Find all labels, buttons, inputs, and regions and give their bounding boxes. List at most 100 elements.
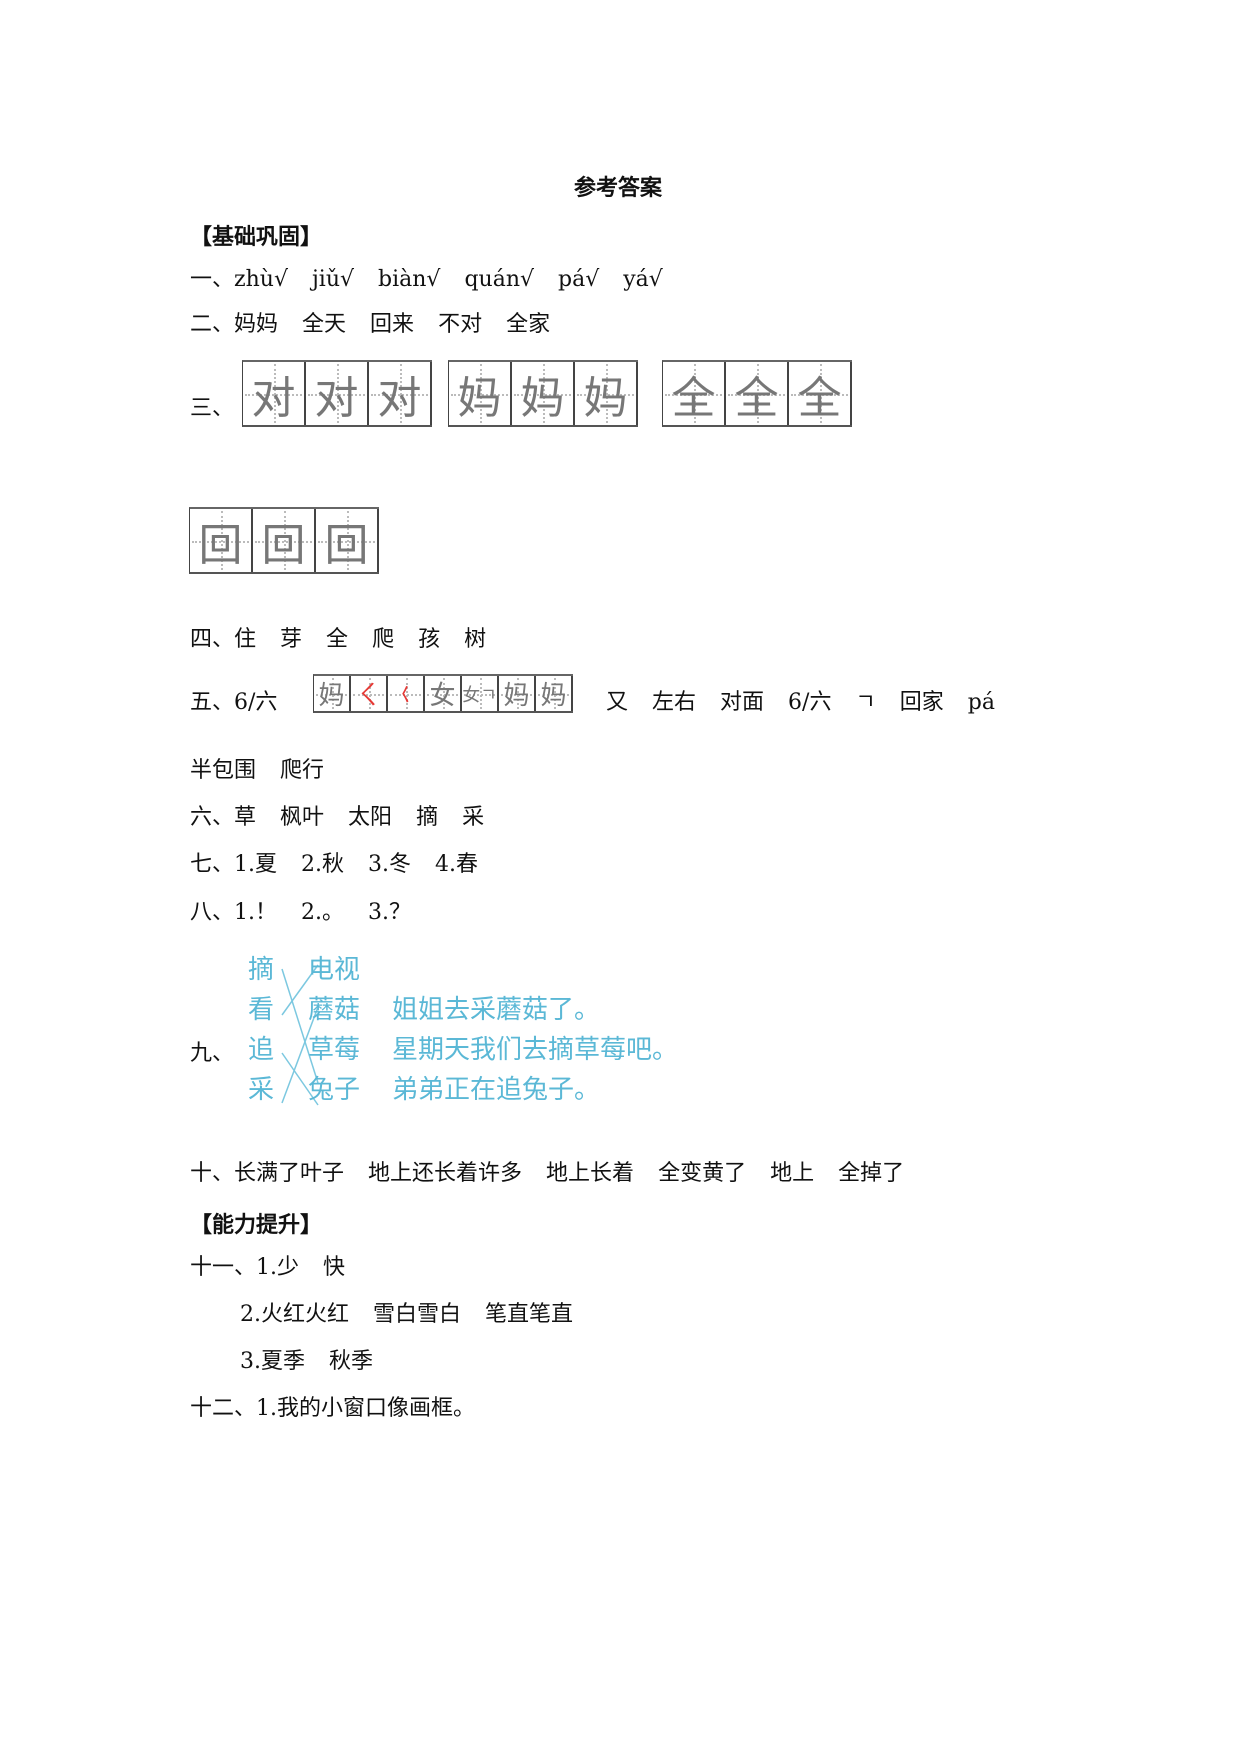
- stroke-cell: 妈: [499, 676, 536, 711]
- q11-item: 3.夏季: [240, 1349, 305, 1374]
- match-noun: 电视: [308, 955, 361, 985]
- q6-item: 枫叶: [280, 805, 325, 830]
- answer-q5-line2: 半包围爬行: [190, 757, 324, 785]
- stroke-cell: 女ㄱ: [462, 676, 499, 711]
- q6-label: 六、: [190, 805, 235, 830]
- q7-item: 4.春: [435, 852, 479, 877]
- q4-item: 住: [234, 627, 257, 652]
- section-heading-advanced: 【能力提升】: [190, 1213, 323, 1238]
- q9-verbs-column: 摘 看 追 采: [248, 950, 274, 1110]
- answer-q11-line1: 十一、1.少快: [190, 1254, 345, 1282]
- q6-item: 草: [234, 805, 257, 830]
- grid-cell: 对: [243, 362, 306, 425]
- q9-sentences-column: 姐姐去采蘑菇了。 星期天我们去摘草莓吧。 弟弟正在追兔子。: [392, 990, 678, 1110]
- match-sentence: 弟弟正在追兔子。: [392, 1075, 601, 1105]
- q6-item: 采: [462, 805, 485, 830]
- stroke-cell: 女: [425, 676, 462, 711]
- match-verb: 追: [248, 1035, 275, 1065]
- q8-item: 2.。: [301, 900, 345, 925]
- q7-item: 3.冬: [368, 852, 412, 877]
- q1-item: jiǔ√: [311, 267, 355, 292]
- grid-cell: 全: [663, 362, 726, 425]
- q10-item: 全变黄了: [658, 1161, 747, 1186]
- answer-q1: 一、zhù√jiǔ√biàn√quán√pá√yá√: [190, 266, 663, 294]
- match-noun: 兔子: [308, 1075, 361, 1105]
- q6-item: 太阳: [348, 805, 393, 830]
- q11-item: 笔直笔直: [485, 1302, 574, 1327]
- answer-q12: 十二、1.我的小窗口像画框。: [190, 1395, 475, 1423]
- q10-item: 地上还长着许多: [368, 1161, 523, 1186]
- q12-text: 1.我的小窗口像画框。: [256, 1396, 476, 1421]
- match-verb: 看: [248, 995, 275, 1025]
- q2-item: 妈妈: [234, 312, 279, 337]
- q4-item: 芽: [280, 627, 303, 652]
- stroke-cell: 妈: [536, 676, 573, 711]
- q5-item: 又: [606, 690, 629, 715]
- grid-cell: 回: [253, 509, 316, 572]
- match-noun: 蘑菇: [308, 995, 361, 1025]
- q11-item: 1.少: [256, 1255, 300, 1280]
- answer-q11-line2: 2.火红火红雪白雪白笔直笔直: [240, 1301, 573, 1329]
- answer-q7: 七、1.夏 2.秋 3.冬 4.春: [190, 851, 478, 879]
- q5-stroke-count: 6/六: [234, 690, 278, 715]
- match-noun: 草莓: [308, 1035, 361, 1065]
- q7-label: 七、: [190, 852, 235, 877]
- q6-item: 摘: [416, 805, 439, 830]
- q5-item: 半包围: [190, 758, 257, 783]
- stroke-cell: ㄑ: [351, 676, 388, 711]
- q5-label: 五、: [190, 690, 235, 715]
- answer-q11-line3: 3.夏季秋季: [240, 1348, 373, 1376]
- stroke-order-grid: 妈 ㄑ 𡿨 女 女ㄱ 妈 妈: [313, 674, 573, 713]
- answer-q10: 十、长满了叶子地上还长着许多地上长着全变黄了地上全掉了: [190, 1160, 904, 1188]
- q3-label: 三、: [190, 396, 235, 421]
- q11-label: 十一、: [190, 1255, 257, 1280]
- q8-label: 八、: [190, 900, 235, 925]
- grid-cell: 妈: [512, 362, 575, 425]
- grid-cell: 全: [789, 362, 852, 425]
- q1-item: pá√: [558, 267, 600, 292]
- match-verb: 采: [248, 1075, 275, 1105]
- q11-item: 快: [323, 1255, 346, 1280]
- writing-grid-dui: 对 对 对: [242, 360, 432, 427]
- q4-item: 孩: [418, 627, 441, 652]
- q4-item: 全: [326, 627, 349, 652]
- q11-item: 雪白雪白: [373, 1302, 462, 1327]
- section-heading-basic: 【基础巩固】: [190, 225, 323, 250]
- q1-item: yá√: [623, 267, 663, 292]
- q1-item: zhù√: [234, 267, 288, 292]
- answer-q8: 八、1.！2.。3.？: [190, 899, 411, 927]
- q1-label: 一、: [190, 267, 235, 292]
- writing-grid-hui: 回 回 回: [189, 507, 379, 574]
- q4-item: 树: [464, 627, 487, 652]
- q7-item: 2.秋: [301, 852, 345, 877]
- q9-label: 九、: [190, 1041, 235, 1066]
- stroke-cell: 妈: [314, 676, 351, 711]
- q5-item: 6/六: [788, 690, 832, 715]
- answer-q4: 四、住芽全爬孩树: [190, 626, 486, 654]
- stroke-cell: 𡿨: [388, 676, 425, 711]
- grid-cell: 妈: [575, 362, 638, 425]
- q5-item: 爬行: [280, 758, 325, 783]
- q10-item: 地上: [770, 1161, 815, 1186]
- grid-cell: 对: [369, 362, 432, 425]
- writing-grid-quan: 全 全 全: [662, 360, 852, 427]
- q5-item: ㄱ: [855, 690, 876, 715]
- grid-cell: 妈: [449, 362, 512, 425]
- q9-nouns-column: 电视 蘑菇 草莓 兔子: [308, 950, 360, 1110]
- answer-q5-start: 五、6/六: [190, 689, 277, 717]
- match-verb: 摘: [248, 955, 275, 985]
- q11-item: 秋季: [329, 1349, 374, 1374]
- q11-item: 2.火红火红: [240, 1302, 349, 1327]
- grid-cell: 全: [726, 362, 789, 425]
- page-title: 参考答案: [574, 176, 663, 201]
- q10-label: 十、: [190, 1161, 235, 1186]
- q7-item: 1.夏: [234, 852, 278, 877]
- q2-item: 回来: [370, 312, 415, 337]
- q2-label: 二、: [190, 312, 235, 337]
- match-sentence: 姐姐去采蘑菇了。: [392, 995, 601, 1025]
- q2-item: 全天: [302, 312, 347, 337]
- q5-item: 对面: [720, 690, 765, 715]
- q2-item: 不对: [438, 312, 483, 337]
- grid-cell: 回: [316, 509, 379, 572]
- writing-grid-ma: 妈 妈 妈: [448, 360, 638, 427]
